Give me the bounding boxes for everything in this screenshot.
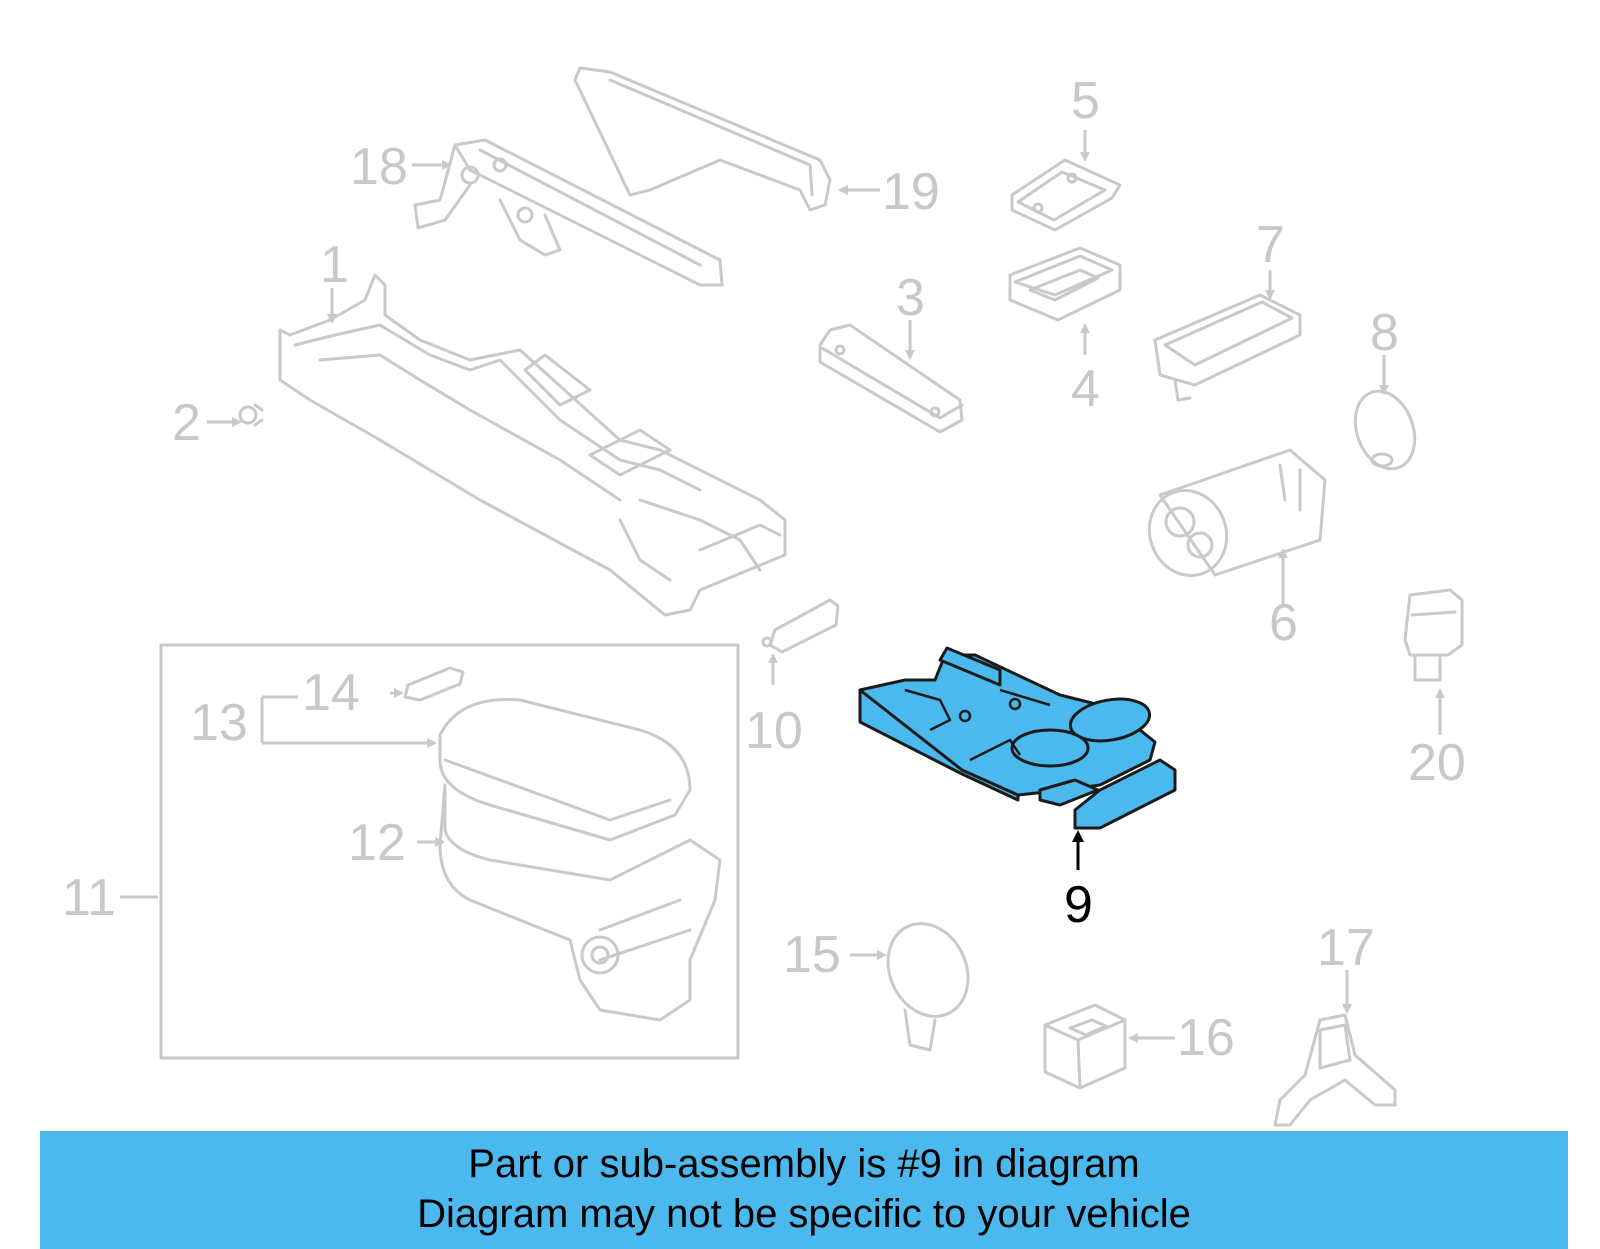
callout-13: 13: [190, 694, 248, 752]
part-3-rail: [818, 323, 964, 434]
callout-19: 19: [882, 163, 940, 221]
callout-18: 18: [350, 138, 408, 196]
callout-2: 2: [172, 394, 201, 452]
callout-16: 16: [1177, 1009, 1235, 1067]
callout-20: 20: [1408, 734, 1466, 792]
part-20-switch: [1403, 588, 1464, 682]
part-4-tray: [1008, 246, 1122, 322]
callout-6: 6: [1269, 594, 1298, 652]
callout-15: 15: [783, 926, 841, 984]
part-7-tray: [1153, 293, 1302, 402]
callout-12: 12: [348, 814, 406, 872]
part-17-bracket: [1273, 1013, 1397, 1127]
callout-7: 7: [1256, 216, 1285, 274]
part-8-round-cover: [1353, 389, 1417, 471]
banner-line-2: Diagram may not be specific to your vehi…: [417, 1192, 1191, 1236]
part-16-box: [1043, 1003, 1127, 1090]
part-2-clip: [238, 403, 264, 427]
callout-4: 4: [1071, 360, 1100, 418]
callout-labels: 1 2 3 4 5 6 7 8 9 10 11 12 13 14 15 16 1…: [62, 72, 1466, 1067]
part-5-plate: [1010, 158, 1122, 232]
part-10-strip: [761, 598, 840, 654]
callout-10: 10: [745, 702, 803, 760]
part-9-highlighted-assembly: [858, 646, 1177, 830]
part-15-knob: [886, 922, 970, 1052]
part-19-trim-panel: [573, 66, 832, 212]
callout-11: 11: [62, 869, 116, 927]
callout-5: 5: [1071, 72, 1100, 130]
part-18-bracket: [413, 138, 724, 287]
part-11-armrest-group: [159, 643, 740, 1060]
callout-17: 17: [1317, 919, 1375, 977]
callout-14: 14: [302, 664, 360, 722]
part-6-cup-holder: [1147, 448, 1327, 577]
callout-8: 8: [1370, 304, 1399, 362]
info-banner: Part or sub-assembly is #9 in diagram Di…: [40, 1131, 1568, 1249]
banner-line-1: Part or sub-assembly is #9 in diagram: [468, 1142, 1140, 1186]
part-1-center-console: [278, 273, 787, 617]
callout-3: 3: [896, 269, 925, 327]
leader-lines: [120, 130, 1445, 1043]
callout-9: 9: [1064, 876, 1093, 934]
callout-1: 1: [320, 236, 349, 294]
